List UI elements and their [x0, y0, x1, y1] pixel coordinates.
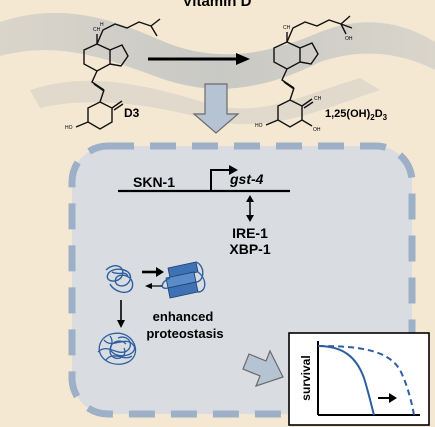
unfolded-protein-icon — [105, 265, 134, 294]
aggregation-arrow — [117, 300, 125, 328]
lifespan-shift-arrow — [378, 393, 397, 403]
calcitriol-ch3-label: CH — [283, 25, 291, 31]
uv-ribbon-lower — [30, 78, 380, 125]
calcitriol-ch2-label: CH — [314, 96, 322, 102]
title: Vitamin D — [183, 0, 252, 10]
gst4-label: gst-4 — [229, 171, 264, 187]
xbp1-label: XBP-1 — [229, 241, 270, 257]
skn1-label: SKN-1 — [133, 174, 175, 190]
proteostasis-line2: proteostasis — [146, 326, 223, 341]
ire1-label: IRE-1 — [232, 225, 268, 241]
folded-protein-icon — [161, 261, 206, 299]
outcome-block-arrow — [242, 349, 284, 387]
uv-ribbon — [0, 12, 435, 89]
conversion-arrow — [148, 53, 250, 65]
calcitriol-molecule — [265, 15, 353, 128]
folding-equilibrium-arrows — [142, 267, 164, 289]
survival-curve-control — [317, 345, 375, 416]
aggregated-protein-icon — [97, 332, 137, 365]
d3-h-label: H — [100, 22, 104, 28]
d3-molecule — [75, 18, 161, 130]
calcitriol-oh-label: OH — [345, 36, 353, 42]
d3-ho-label: HO — [65, 125, 73, 131]
down-block-arrow — [192, 83, 240, 134]
survival-ylabel: survival — [299, 355, 313, 400]
proteostasis-line1: enhanced — [153, 309, 214, 324]
calcitriol-oh2-label: OH — [313, 127, 321, 133]
promoter-arrow — [210, 165, 238, 191]
regulation-double-arrow — [246, 195, 254, 222]
calcitriol-ho-label: HO — [255, 123, 263, 129]
d3-ch3-label: CH — [93, 27, 101, 33]
survival-curve-treated — [317, 345, 415, 416]
calcitriol-label: 1,25(OH)2D3 — [325, 108, 388, 122]
d3-label: D3 — [124, 106, 140, 120]
